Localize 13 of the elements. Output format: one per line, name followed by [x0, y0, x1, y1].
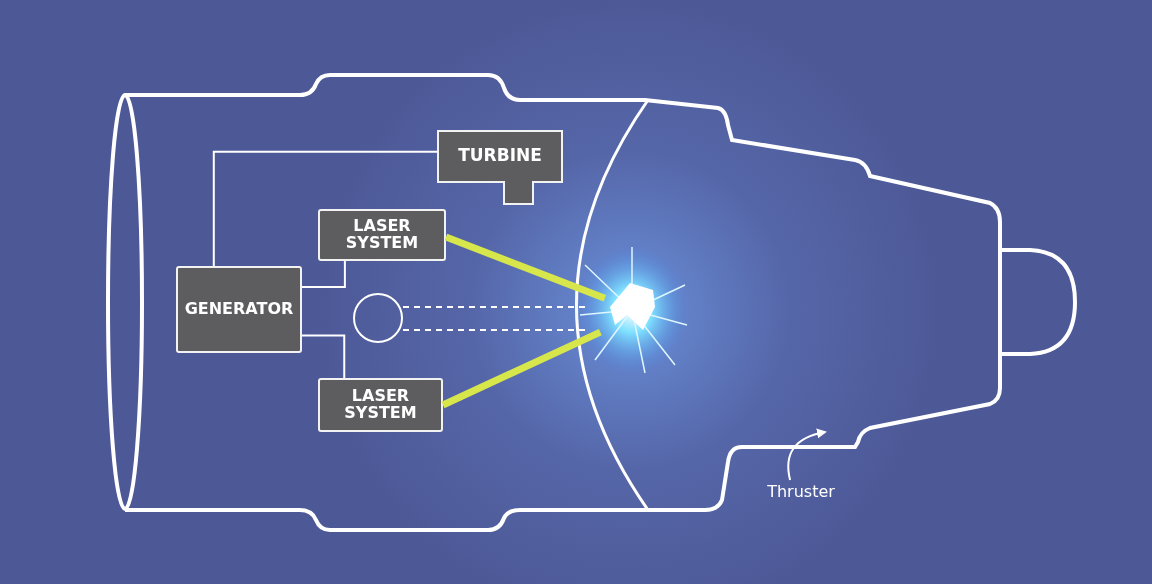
connector-line	[212, 150, 438, 267]
fusion-burst	[575, 245, 690, 375]
laser-beam	[441, 328, 602, 409]
laser-beam	[444, 233, 607, 302]
laser-system-box: LASER SYSTEM	[318, 378, 443, 432]
connector-line	[301, 260, 346, 288]
connector-line	[301, 334, 346, 379]
generator-box: GENERATOR	[176, 266, 302, 353]
thruster-label: Thruster	[762, 480, 840, 504]
turbine-box: TURBINE	[437, 130, 563, 205]
leader-line	[787, 428, 827, 481]
fuel-pellet-circle	[353, 293, 403, 343]
laser-system-box: LASER SYSTEM	[318, 209, 446, 261]
